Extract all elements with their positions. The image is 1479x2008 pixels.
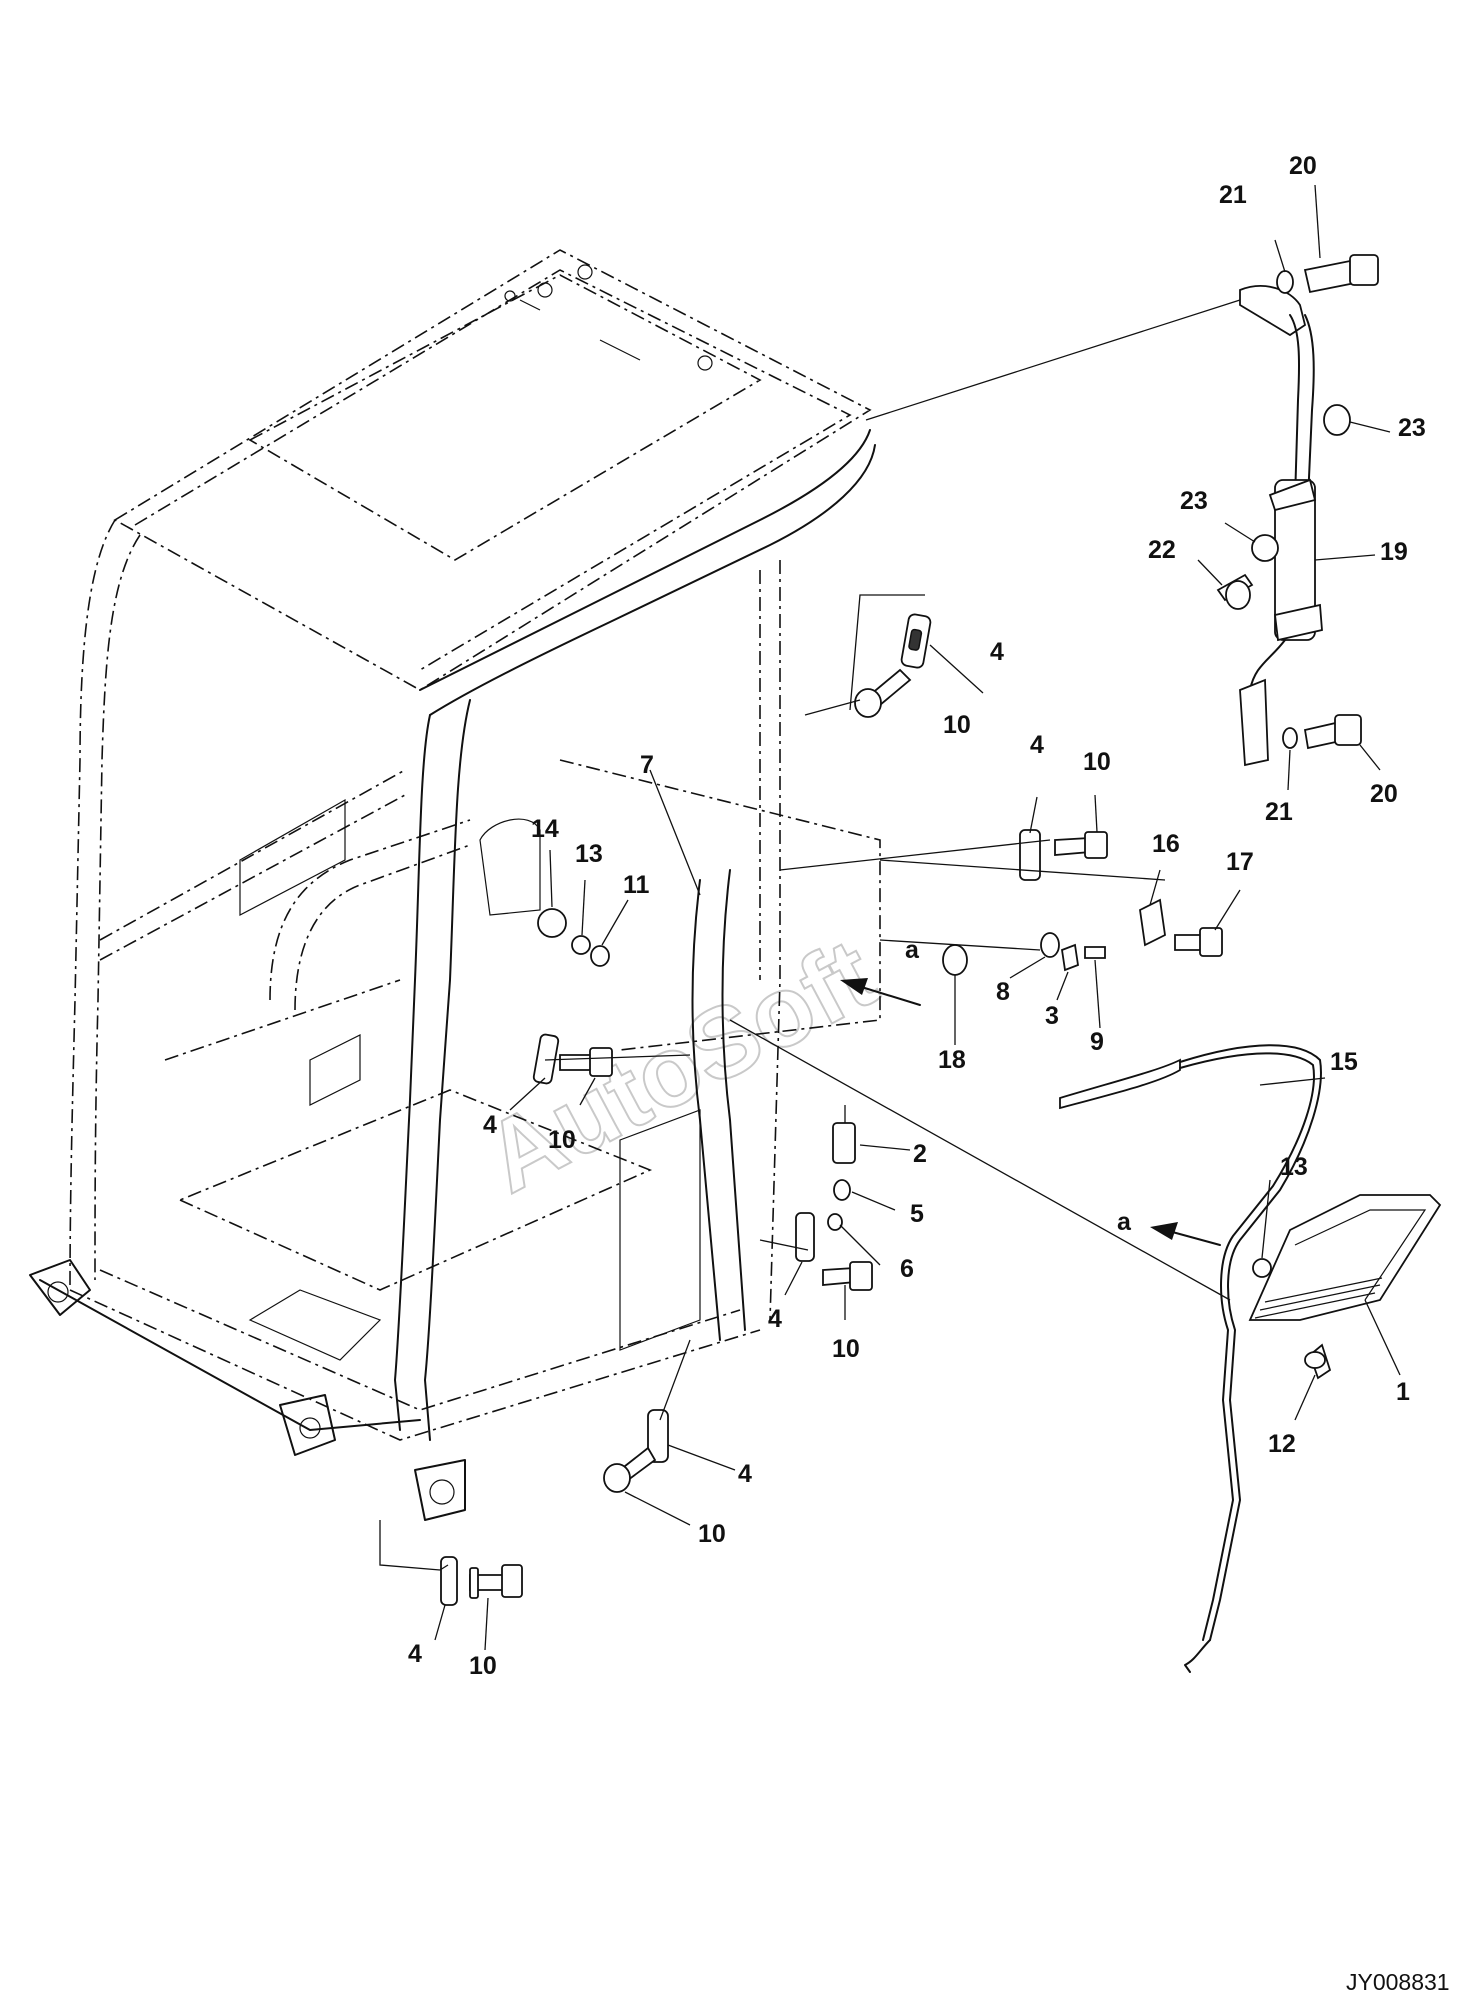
bolt-10-e xyxy=(603,1446,657,1493)
callout-15: 15 xyxy=(1330,1048,1358,1076)
washer-13-a xyxy=(571,935,591,955)
plate-4-f xyxy=(440,1556,458,1606)
callout-9: 9 xyxy=(1090,1028,1104,1056)
bolt-10-f xyxy=(469,1564,523,1599)
bolt-10-a xyxy=(854,668,912,718)
washer-8 xyxy=(1040,932,1060,958)
callout-20-top: 20 xyxy=(1289,152,1317,180)
drawing-code: JY008831 xyxy=(1346,1969,1450,1995)
bolt-20-bottom xyxy=(1303,714,1362,750)
callout-6: 6 xyxy=(900,1255,914,1283)
callout-10-f: 10 xyxy=(469,1652,497,1680)
callout-13-b: 13 xyxy=(1280,1153,1308,1181)
callout-3: 3 xyxy=(1045,1002,1059,1030)
mount-foot-right xyxy=(414,1459,466,1521)
callout-4-e: 4 xyxy=(738,1460,752,1488)
callout-8: 8 xyxy=(996,978,1010,1006)
block-16 xyxy=(1139,898,1166,947)
screw-12 xyxy=(1304,1343,1332,1380)
bolt-17 xyxy=(1174,927,1223,957)
callout-10-e: 10 xyxy=(698,1520,726,1548)
callout-17: 17 xyxy=(1226,848,1254,876)
washer-6 xyxy=(827,1213,843,1231)
plate-4-c xyxy=(532,1033,560,1085)
washer-21-top xyxy=(1276,270,1294,294)
callout-13-a: 13 xyxy=(575,840,603,868)
screw-9 xyxy=(1084,946,1106,959)
callout-2: 2 xyxy=(913,1140,927,1168)
callout-7: 7 xyxy=(640,751,654,779)
stay-bar-assembly xyxy=(1239,285,1323,767)
callout-16: 16 xyxy=(1152,830,1180,858)
cable-15 xyxy=(1059,1044,1322,1673)
plate-4-d xyxy=(795,1212,815,1262)
callout-20-bot: 20 xyxy=(1370,780,1398,808)
callout-23-right: 23 xyxy=(1398,414,1426,442)
spacer-5 xyxy=(833,1179,851,1201)
view-letter-a-right: a xyxy=(1117,1208,1132,1236)
pad-18 xyxy=(942,944,968,976)
view-letter-a-left: a xyxy=(905,936,920,964)
callout-4-c: 4 xyxy=(483,1111,497,1139)
washer-13-b xyxy=(1252,1258,1272,1278)
bolt-22 xyxy=(1216,573,1254,610)
view-arrow-a-right xyxy=(1150,1222,1221,1246)
callout-19: 19 xyxy=(1380,538,1408,566)
grommet-14 xyxy=(537,908,567,938)
callout-23-left: 23 xyxy=(1180,487,1208,515)
callout-14: 14 xyxy=(531,815,559,843)
mount-foot-front xyxy=(279,1394,336,1456)
callout-10-d: 10 xyxy=(832,1335,860,1363)
leader-lines xyxy=(379,184,1401,1651)
callout-5: 5 xyxy=(910,1200,924,1228)
bolt-10-d xyxy=(822,1261,873,1291)
view-arrow-a-left xyxy=(840,978,921,1006)
nut-23-right xyxy=(1323,404,1351,436)
nut-23-left xyxy=(1251,534,1279,562)
callout-10-c: 10 xyxy=(548,1126,576,1154)
bolt-20-top xyxy=(1303,254,1379,294)
callout-22: 22 xyxy=(1148,536,1176,564)
mount-foot-left xyxy=(29,1259,91,1316)
callout-11: 11 xyxy=(623,871,650,899)
watermark: AutoSoft xyxy=(468,917,893,1214)
callout-4-a: 4 xyxy=(990,638,1004,666)
plate-4-a xyxy=(900,613,932,669)
bolt-10-b xyxy=(1054,831,1108,859)
washer-21-bottom xyxy=(1282,727,1298,749)
plate-4-b xyxy=(1019,829,1041,881)
callout-12: 12 xyxy=(1268,1430,1296,1458)
callout-10-b: 10 xyxy=(1083,748,1111,776)
callout-21-top: 21 xyxy=(1219,181,1247,209)
cab-frame xyxy=(29,249,881,1521)
plate-4-e xyxy=(647,1409,669,1463)
clip-3 xyxy=(1061,943,1079,972)
callout-4-d: 4 xyxy=(768,1305,782,1333)
callout-4-f: 4 xyxy=(408,1640,422,1668)
washer-11 xyxy=(590,945,610,967)
callout-10-a: 10 xyxy=(943,711,971,739)
latch-2 xyxy=(832,1122,856,1164)
callout-21-bot: 21 xyxy=(1265,798,1293,826)
lamp-1 xyxy=(1248,1194,1442,1321)
callout-18: 18 xyxy=(938,1046,966,1074)
callout-1: 1 xyxy=(1396,1378,1410,1406)
callout-4-b: 4 xyxy=(1030,731,1044,759)
